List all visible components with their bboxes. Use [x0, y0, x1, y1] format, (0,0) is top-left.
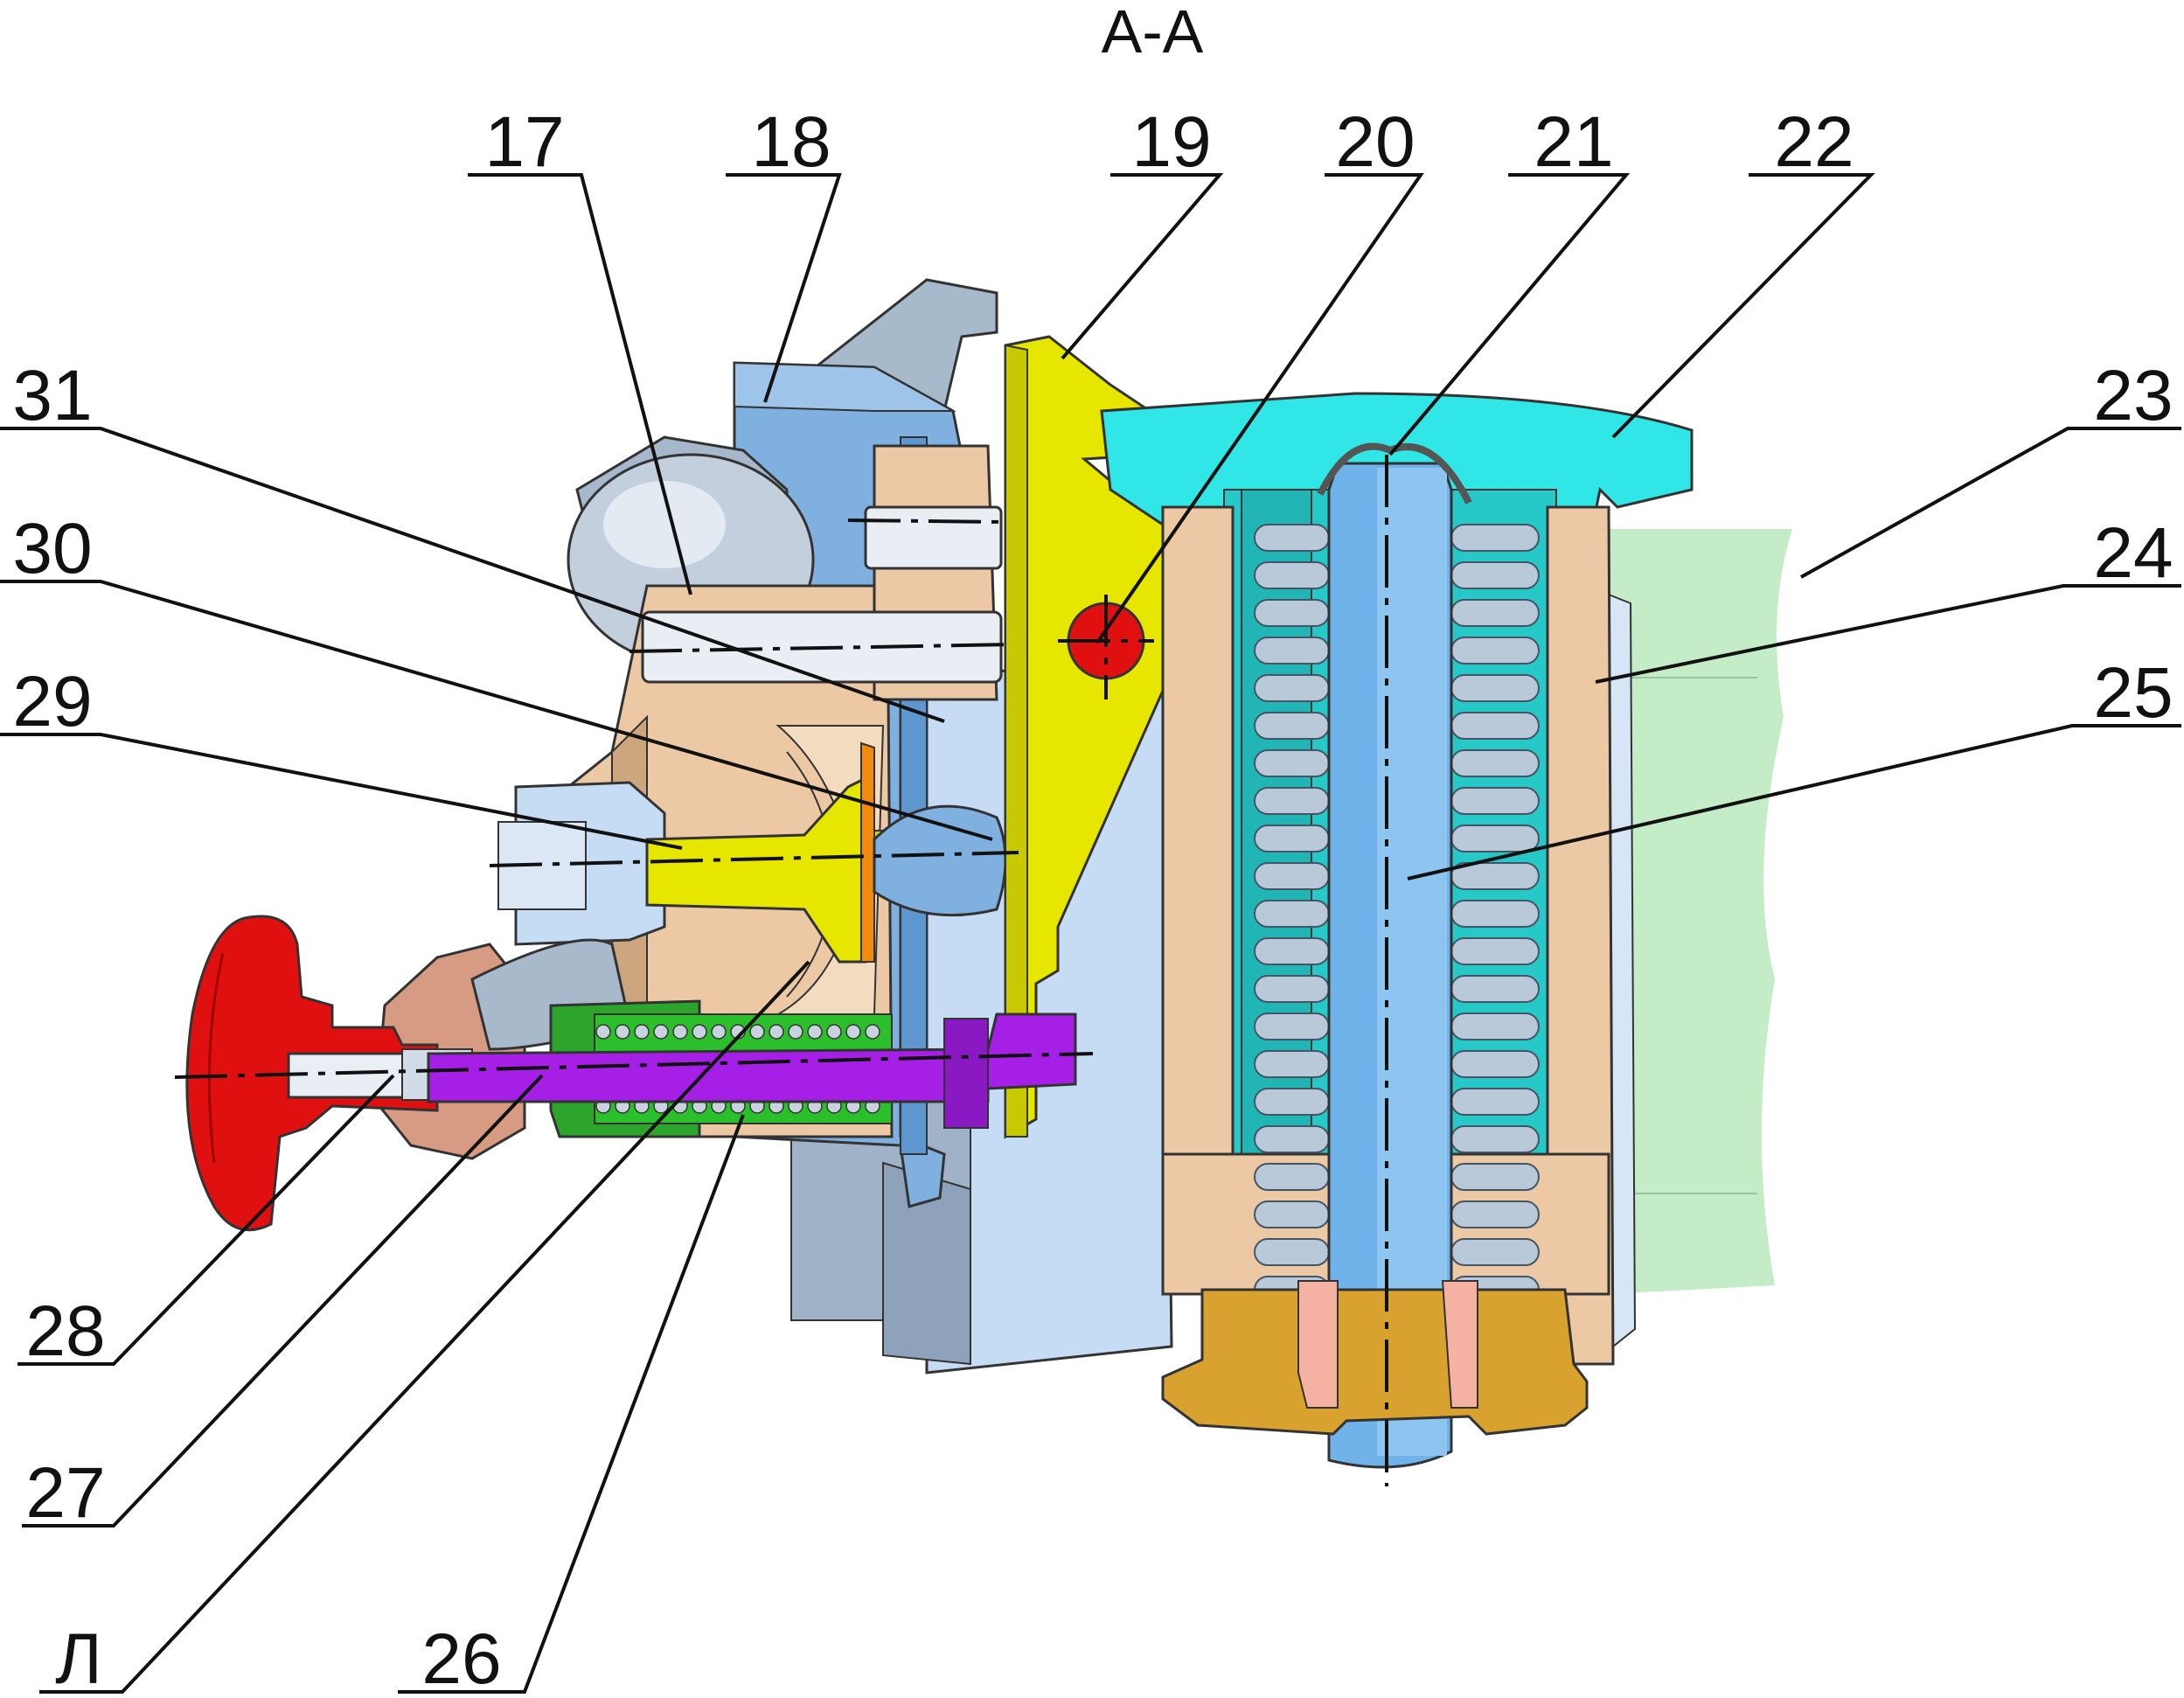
spring-coil — [1450, 937, 1540, 965]
spring-coil — [1450, 712, 1540, 740]
bearing-ball — [615, 1024, 630, 1040]
callout-28: 28 — [25, 1291, 105, 1371]
spring-coil — [1254, 937, 1330, 965]
spring-coil — [1450, 1200, 1540, 1228]
callout-30: 30 — [12, 509, 92, 588]
spring-coil — [1254, 637, 1330, 665]
bearing-ball — [769, 1024, 784, 1040]
spring-coil — [1254, 900, 1330, 928]
spring-coil — [1254, 862, 1330, 890]
spring-coil — [1254, 1050, 1330, 1078]
spring-coil — [1450, 1163, 1540, 1191]
spring-coil — [1450, 787, 1540, 815]
callout-l: Л — [55, 1619, 102, 1698]
callout-29: 29 — [12, 662, 92, 741]
spring-coil — [1450, 825, 1540, 852]
spring-coil — [1254, 787, 1330, 815]
callout-23: 23 — [2093, 356, 2173, 435]
spring-coil — [1450, 1088, 1540, 1116]
spring-coil — [1450, 524, 1540, 552]
bearing-ball — [634, 1024, 650, 1040]
bearing-ball — [865, 1024, 880, 1040]
callout-24: 24 — [2093, 513, 2173, 593]
bearing-ball — [826, 1024, 842, 1040]
background-body — [1609, 529, 1792, 1294]
spring-coil — [1254, 1013, 1330, 1040]
bearing-balls — [595, 1024, 880, 1114]
spring-coil — [1450, 674, 1540, 702]
spring-coil — [1450, 599, 1540, 627]
spring-coil — [1254, 1163, 1330, 1191]
bearing-ball — [595, 1024, 611, 1040]
spring-coil — [1450, 749, 1540, 777]
bearing-ball — [711, 1024, 727, 1040]
callout-26: 26 — [421, 1619, 501, 1698]
bearing-ball — [807, 1024, 823, 1040]
callout-20: 20 — [1335, 102, 1415, 182]
bearing-ball — [749, 1024, 765, 1040]
callout-19: 19 — [1131, 102, 1211, 182]
spring-coil — [1254, 1200, 1330, 1228]
bearing-ball — [653, 1024, 669, 1040]
bearing-ball — [788, 1024, 803, 1040]
spring-coil — [1450, 1050, 1540, 1078]
spring-coil — [1254, 1238, 1330, 1266]
callout-17: 17 — [484, 102, 564, 182]
callout-22: 22 — [1774, 102, 1854, 182]
spring-coil — [1254, 975, 1330, 1003]
nut-bottom — [1161, 1280, 1589, 1436]
callout-31: 31 — [12, 356, 92, 435]
bearing-ball — [672, 1024, 688, 1040]
spring-coil — [1450, 1013, 1540, 1040]
spring-coil — [1254, 1125, 1330, 1153]
spring-coil — [1254, 825, 1330, 852]
callout-27: 27 — [25, 1453, 105, 1533]
leader-lines — [0, 173, 2181, 1694]
spring-coil — [1450, 1238, 1540, 1266]
spring-coil — [1450, 1125, 1540, 1153]
callout-18: 18 — [751, 102, 831, 182]
callout-25: 25 — [2093, 653, 2173, 733]
spring-coil — [1254, 599, 1330, 627]
plunger — [427, 1013, 1077, 1129]
section-title: А-А — [1102, 0, 1204, 66]
spring-coil — [1450, 637, 1540, 665]
spring-coil — [1254, 674, 1330, 702]
spring-coil — [1254, 749, 1330, 777]
spring-coil — [1254, 1088, 1330, 1116]
bearing-ball — [692, 1024, 707, 1040]
spring-coil — [1254, 524, 1330, 552]
spring-coil — [1450, 900, 1540, 928]
spring-coil — [1450, 975, 1540, 1003]
center-lines — [174, 455, 1388, 1486]
spring-coil — [1254, 561, 1330, 589]
bearing-ball — [845, 1024, 861, 1040]
spring-coil — [1254, 712, 1330, 740]
spring-coil — [1450, 561, 1540, 589]
callout-21: 21 — [1534, 102, 1613, 182]
